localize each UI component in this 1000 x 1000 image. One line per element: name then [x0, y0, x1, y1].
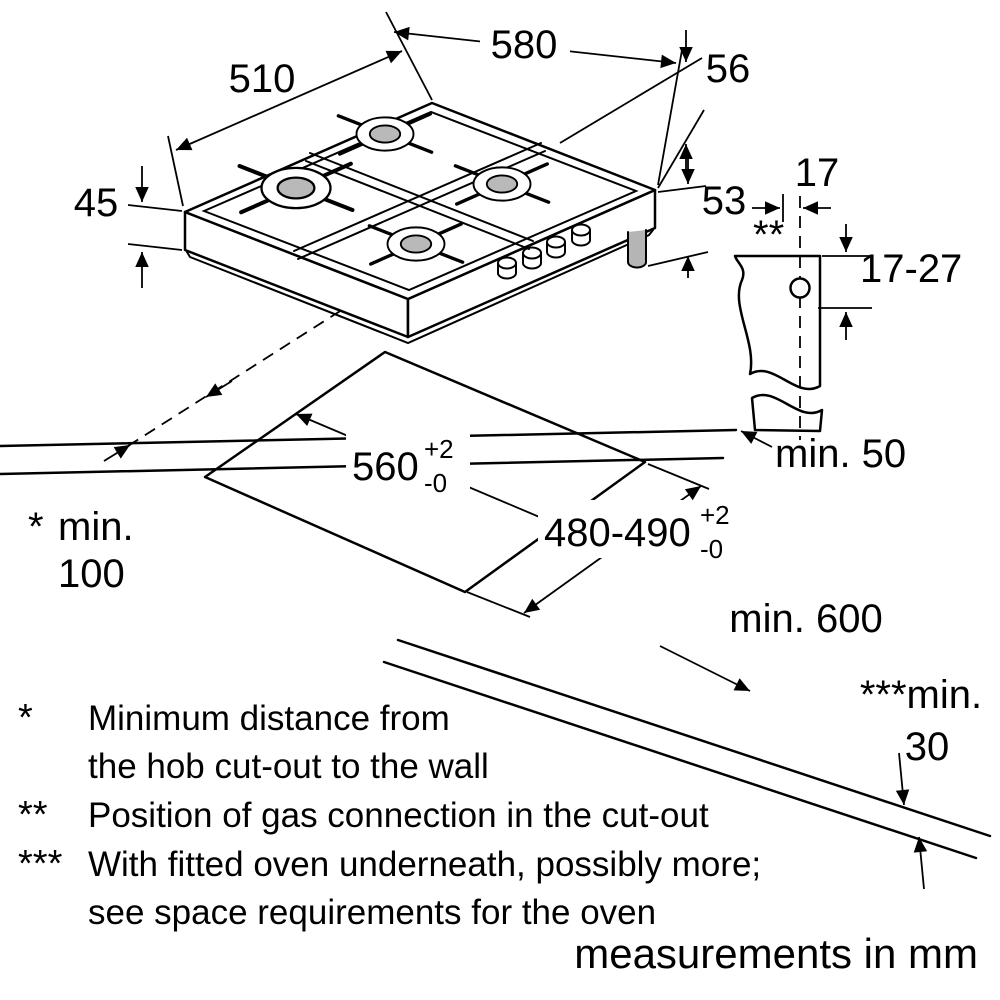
- cutout-outline: [203, 350, 647, 594]
- hob-leg: [627, 229, 647, 269]
- dimension-hob-width-580: 580: [393, 23, 683, 186]
- dimension-cutout-width: 560 +2 -0: [295, 413, 557, 525]
- gas-position-marker: **: [753, 213, 784, 257]
- cutout-width-label: 560: [352, 445, 419, 489]
- control-knob: [546, 235, 566, 259]
- dimension-cutout-depth: 480-490 +2 -0: [466, 463, 804, 618]
- body-height-label: 53: [702, 179, 747, 223]
- dimension-support-height-56: 56: [559, 30, 751, 189]
- dimension-gas-clearance: min. 50: [740, 430, 906, 476]
- dimension-hob-height-45: 45: [74, 166, 183, 288]
- worktop-group: * min. 100 560 +2 -0 480-490 +2 -0 min. …: [0, 305, 992, 890]
- dimension-gas-depth-range: 17-27: [818, 224, 962, 340]
- control-knob: [522, 246, 542, 270]
- cutout-width-tol-plus: +2: [424, 434, 454, 464]
- hob-base-edge: [186, 229, 654, 345]
- dimension-worktop-thickness: ***min. 30: [860, 673, 982, 890]
- dimension-worktop-depth: min. 600: [659, 597, 883, 692]
- footnote-marker-2: **: [18, 794, 48, 836]
- projection-dashed-line: [127, 305, 349, 447]
- worktop-front-edge-top: [396, 638, 992, 838]
- footnote-marker-1: *: [18, 697, 33, 739]
- dimension-hob-depth-510: 510: [167, 11, 433, 207]
- gas-depth-range-label: 17-27: [860, 247, 962, 291]
- worktop-depth-label: min. 600: [729, 597, 882, 641]
- dimension-body-height-53: 53: [647, 158, 747, 278]
- worktop-section-break: [750, 393, 824, 433]
- hob-depth-label: 510: [229, 57, 296, 101]
- wall-clearance-min-label: min.: [58, 505, 134, 549]
- cutout-depth-label: 480-490: [544, 511, 691, 555]
- units-note: measurements in mm: [574, 930, 978, 977]
- cutout-width-tol-minus: -0: [424, 468, 447, 498]
- hob-group: [183, 101, 657, 345]
- footnote-3-line-2: see space requirements for the oven: [88, 893, 656, 932]
- gas-connection-detail: 17 ** 17-27 min. 50: [733, 151, 962, 476]
- cutout-depth-tol-plus: +2: [700, 500, 730, 530]
- wall-clearance-marker: *: [28, 505, 44, 549]
- gas-clearance-label: min. 50: [775, 432, 906, 476]
- cutout-depth-tol-minus: -0: [700, 534, 723, 564]
- dimension-gas-offset-17: 17: [752, 151, 839, 222]
- support-height-label: 56: [706, 47, 751, 91]
- oven-clearance-value: 30: [905, 725, 950, 769]
- footnotes: * Minimum distance from the hob cut-out …: [18, 697, 761, 932]
- hob-height-label: 45: [74, 181, 119, 225]
- footnote-marker-3: ***: [18, 843, 63, 885]
- dimension-wall-clearance: * min. 100: [28, 380, 233, 596]
- control-knob: [497, 256, 517, 280]
- footnote-2-line-1: Position of gas connection in the cut-ou…: [88, 796, 709, 835]
- worktop-section-profile: [733, 254, 822, 391]
- footnote-1-line-1: Minimum distance from: [88, 699, 450, 738]
- gas-connection-point: [789, 277, 811, 299]
- wall-clearance-value: 100: [58, 552, 125, 596]
- footnote-3-line-1: With fitted oven underneath, possibly mo…: [88, 845, 761, 884]
- hob-width-label: 580: [491, 23, 558, 67]
- oven-clearance-label: ***min.: [860, 673, 982, 717]
- worktop-front-edge-bottom: [382, 660, 978, 860]
- footnote-1-line-2: the hob cut-out to the wall: [88, 747, 489, 786]
- gas-offset-label: 17: [795, 151, 840, 195]
- control-knob: [571, 223, 591, 247]
